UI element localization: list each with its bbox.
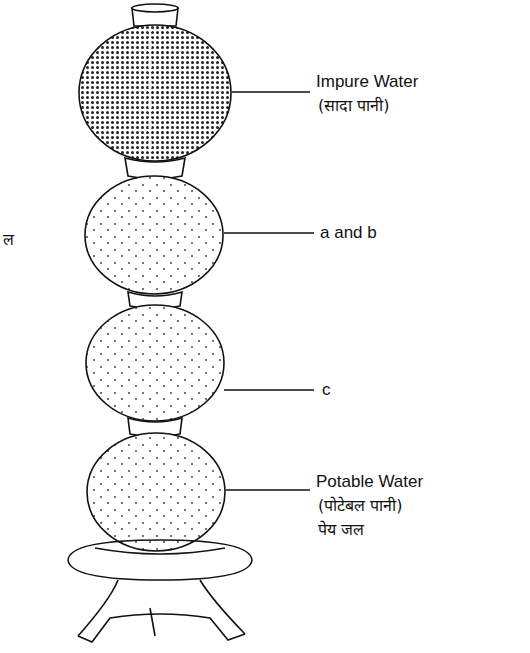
plate-rim: [95, 548, 225, 554]
tripod-stand: [78, 580, 245, 642]
label-text: (पोटेबल पानी): [318, 496, 403, 516]
top-pot: [79, 4, 231, 161]
leader-line: [224, 232, 314, 234]
label-text: a and b: [320, 223, 377, 243]
leader-line: [226, 489, 310, 491]
leader-line: [232, 91, 310, 93]
label-text: (सादा पानी): [318, 96, 390, 116]
leader-line: [224, 389, 314, 391]
label-text: Impure Water: [316, 72, 418, 92]
middle-pot-a-b: [85, 176, 223, 294]
label-text: c: [322, 380, 331, 400]
cut-label: ल: [3, 230, 14, 250]
label-text: Potable Water: [316, 472, 423, 492]
bottom-pot: [87, 433, 225, 551]
label-text: पेय जल: [318, 520, 364, 540]
plate: [68, 540, 252, 580]
middle-pot-c: [86, 305, 224, 421]
